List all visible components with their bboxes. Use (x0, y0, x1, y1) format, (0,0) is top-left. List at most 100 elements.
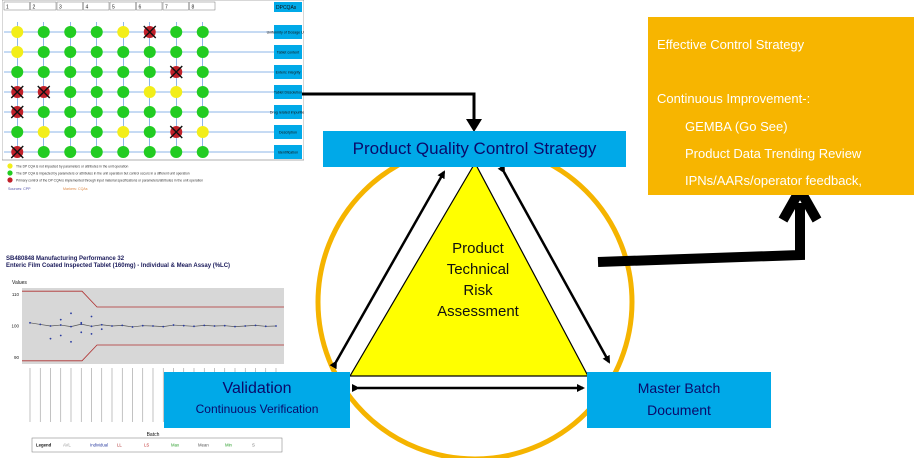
strategy-item-2: Product Data Trending Review (685, 146, 862, 161)
matrix-cross-mark (169, 65, 183, 79)
matrix-status-dot (143, 126, 156, 138)
matrix-status-dot (196, 146, 209, 158)
matrix-status-dot (90, 66, 103, 78)
chart-ylabel: Values (12, 280, 27, 286)
matrix-status-dot (64, 66, 77, 78)
matrix-cross-mark (10, 145, 24, 159)
matrix-status-dot (90, 46, 103, 58)
chart-mean-point (223, 324, 226, 327)
matrix-status-dot (37, 106, 50, 118)
matrix-note: Markers: CQAs (63, 187, 88, 191)
chart-mean-point (39, 323, 42, 326)
chart-legend-entry: AVL (63, 443, 71, 448)
matrix-status-dot (117, 146, 130, 158)
matrix-cross-mark (37, 85, 51, 99)
matrix-status-dot (90, 86, 103, 98)
matrix-status-dot (64, 26, 77, 38)
chart-legend-entry: Max (171, 443, 180, 448)
chart-mean-point (264, 325, 267, 328)
strategy-line-1: Effective Control Strategy (657, 37, 805, 52)
matrix-col-number: 2 (33, 5, 36, 11)
matrix-cross-mark (169, 125, 183, 139)
matrix-row-label-box (274, 25, 302, 39)
chart-mean-point (100, 323, 103, 326)
matrix-status-dot (196, 66, 209, 78)
matrix-row-label: Identification (278, 151, 298, 155)
matrix-status-dot (11, 126, 24, 138)
matrix-col-header (189, 1, 216, 11)
matrix-status-dot (143, 86, 156, 98)
chart-legend-entry: Individual (90, 443, 108, 448)
matrix-row-label: Enteric integrity (276, 71, 301, 75)
matrix-col-header (109, 1, 136, 11)
strategy-item-3: IPNs/AARs/operator feedback, (685, 173, 863, 188)
master-batch-line-2: Document (647, 402, 711, 418)
matrix-note: Sources: CPP (8, 187, 31, 191)
matrix-row-label-box (274, 145, 302, 159)
chart-mean-point (131, 326, 134, 328)
strategy-line-2: Continuous Improvement-: (657, 91, 811, 106)
chart-mean-point (213, 325, 216, 327)
matrix-cross-mark (10, 85, 24, 99)
triangle-label: Product Technical Risk Assessment (418, 238, 538, 322)
matrix-row-label-box (274, 85, 302, 99)
matrix-legend-dot (7, 163, 13, 169)
chart-upper-limit (22, 290, 284, 308)
matrix-status-dot (143, 66, 156, 78)
chart-mean-point (111, 325, 113, 327)
arrow-validation-to-pqcs (329, 170, 446, 370)
master-batch-box: Master Batch Document (587, 372, 771, 428)
matrix-status-dot (11, 66, 24, 78)
matrix-status-dot (170, 146, 183, 158)
strategy-item-1: GEMBA (Go See) (685, 119, 788, 134)
chart-mean-point (141, 324, 144, 327)
matrix-status-dot (90, 146, 103, 158)
chart-title: SB480848 Manufacturing Performance 32 (6, 256, 125, 262)
matrix-right-header (274, 2, 302, 12)
chart-mean-point (121, 324, 124, 327)
matrix-status-dot (170, 86, 183, 98)
matrix-col-number: 5 (112, 5, 115, 11)
chart-individual-point (80, 331, 83, 334)
chart-individual-point (70, 312, 72, 315)
arrow-to-strategy (597, 203, 805, 267)
chart-mean-point (90, 325, 93, 328)
matrix-col-header (3, 1, 30, 11)
matrix-status-dot (37, 66, 50, 78)
chart-legend-entry: Mean (198, 443, 209, 448)
chart-xlabel: Batch (147, 432, 160, 438)
chart-legend-entry: S (252, 443, 255, 448)
validation-subtitle: Continuous Verification (195, 402, 319, 416)
matrix-col-header (30, 1, 57, 11)
chart-mean-point (182, 324, 185, 327)
chart-mean-point (234, 325, 236, 328)
matrix-status-dot (117, 86, 130, 98)
matrix-status-dot (64, 126, 77, 138)
matrix-col-number: 8 (192, 5, 195, 11)
matrix-row-label: Tablet Dissolution (274, 91, 302, 95)
matrix-col-number: 6 (139, 5, 142, 11)
triangle-line-2: Technical (446, 261, 510, 278)
matrix-right-header-label: DPCQAs (276, 5, 297, 11)
chart-ytick: 100 (11, 324, 19, 329)
matrix-row-label-box (274, 45, 302, 59)
matrix-status-dot (64, 86, 77, 98)
chart-mean-point (203, 324, 206, 327)
matrix-status-dot (117, 106, 130, 118)
chart-mean-point (172, 324, 175, 326)
matrix-status-dot (64, 146, 77, 158)
triangle-line-3: Risk (463, 282, 493, 299)
matrix-status-dot (117, 46, 130, 58)
matrix-status-dot (196, 86, 209, 98)
chart-legend-entry: Min (225, 443, 233, 448)
arrowhead-matrix-to-pqcs (466, 119, 482, 132)
triangle-line-4: Assessment (437, 303, 519, 320)
matrix-status-dot (90, 126, 103, 138)
matrix-status-dot (196, 106, 209, 118)
matrix-col-number: 4 (86, 5, 89, 11)
matrix-status-dot (143, 46, 156, 58)
chart-mean-point (152, 325, 154, 327)
triangle-line-1: Product (452, 240, 504, 257)
chart-mean-point (59, 324, 62, 326)
matrix-row-label: Tablet content (277, 51, 299, 55)
